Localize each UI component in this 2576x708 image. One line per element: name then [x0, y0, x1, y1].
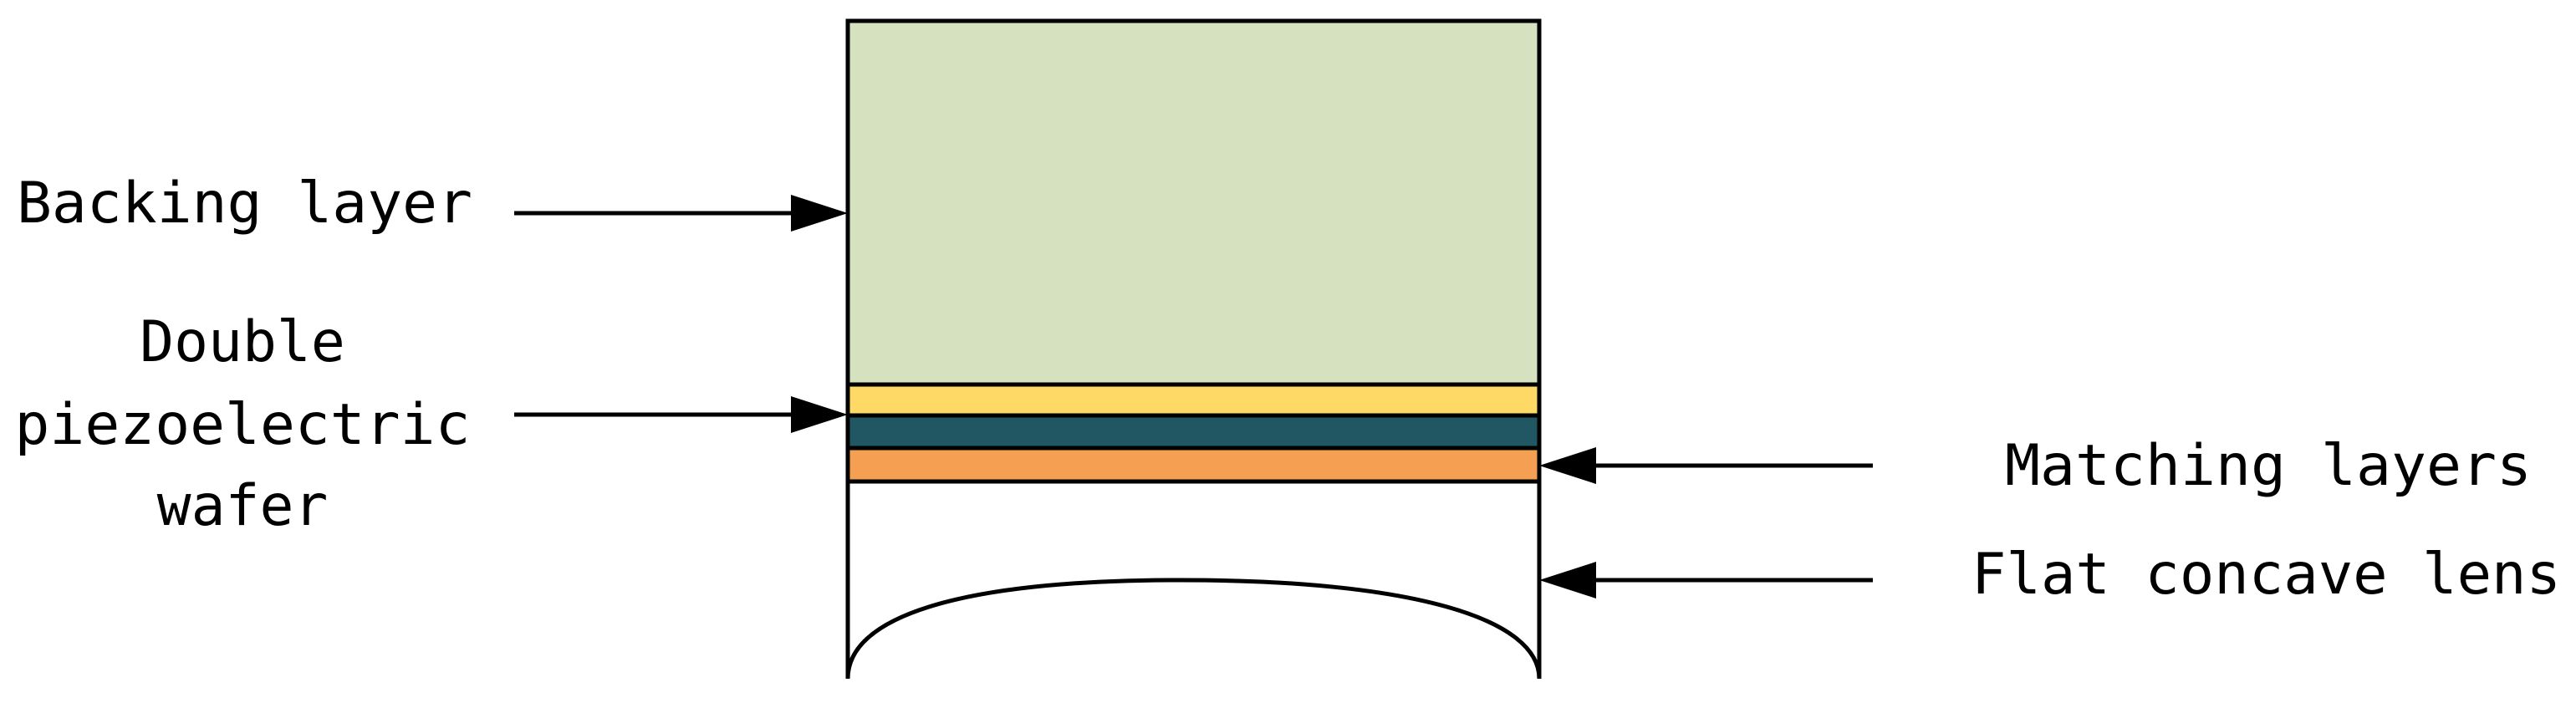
backing-layer-arrow	[514, 195, 848, 232]
lens-arrow	[1539, 562, 1873, 598]
piezo-wafer-arrow-head	[791, 396, 848, 433]
piezo-wafer-label-line-2: piezoelectric	[15, 392, 471, 458]
flat-concave-lens	[845, 481, 1542, 680]
piezo-wafer-arrow	[514, 396, 848, 433]
lens-arrow-head	[1539, 562, 1596, 598]
piezo-wafer-lower-layer	[845, 413, 1542, 451]
piezo-wafer-upper-layer	[845, 382, 1542, 418]
layer-stack	[845, 18, 1542, 680]
matching-layers-label: Matching layers	[2005, 433, 2532, 499]
piezo-wafer-label-line-3: wafer	[157, 473, 329, 539]
backing-layer-arrow-head	[791, 195, 848, 232]
backing-layer-block	[845, 18, 1542, 387]
lens-label: Flat concave lens	[1972, 542, 2561, 608]
backing-layer-label: Backing layer	[17, 171, 472, 237]
matching-layer	[845, 446, 1542, 484]
matching-layers-arrow	[1539, 447, 1873, 484]
piezo-wafer-label-line-1: Double	[140, 309, 345, 375]
lens-concave-surface	[845, 578, 1542, 680]
matching-layers-arrow-head	[1539, 447, 1596, 484]
